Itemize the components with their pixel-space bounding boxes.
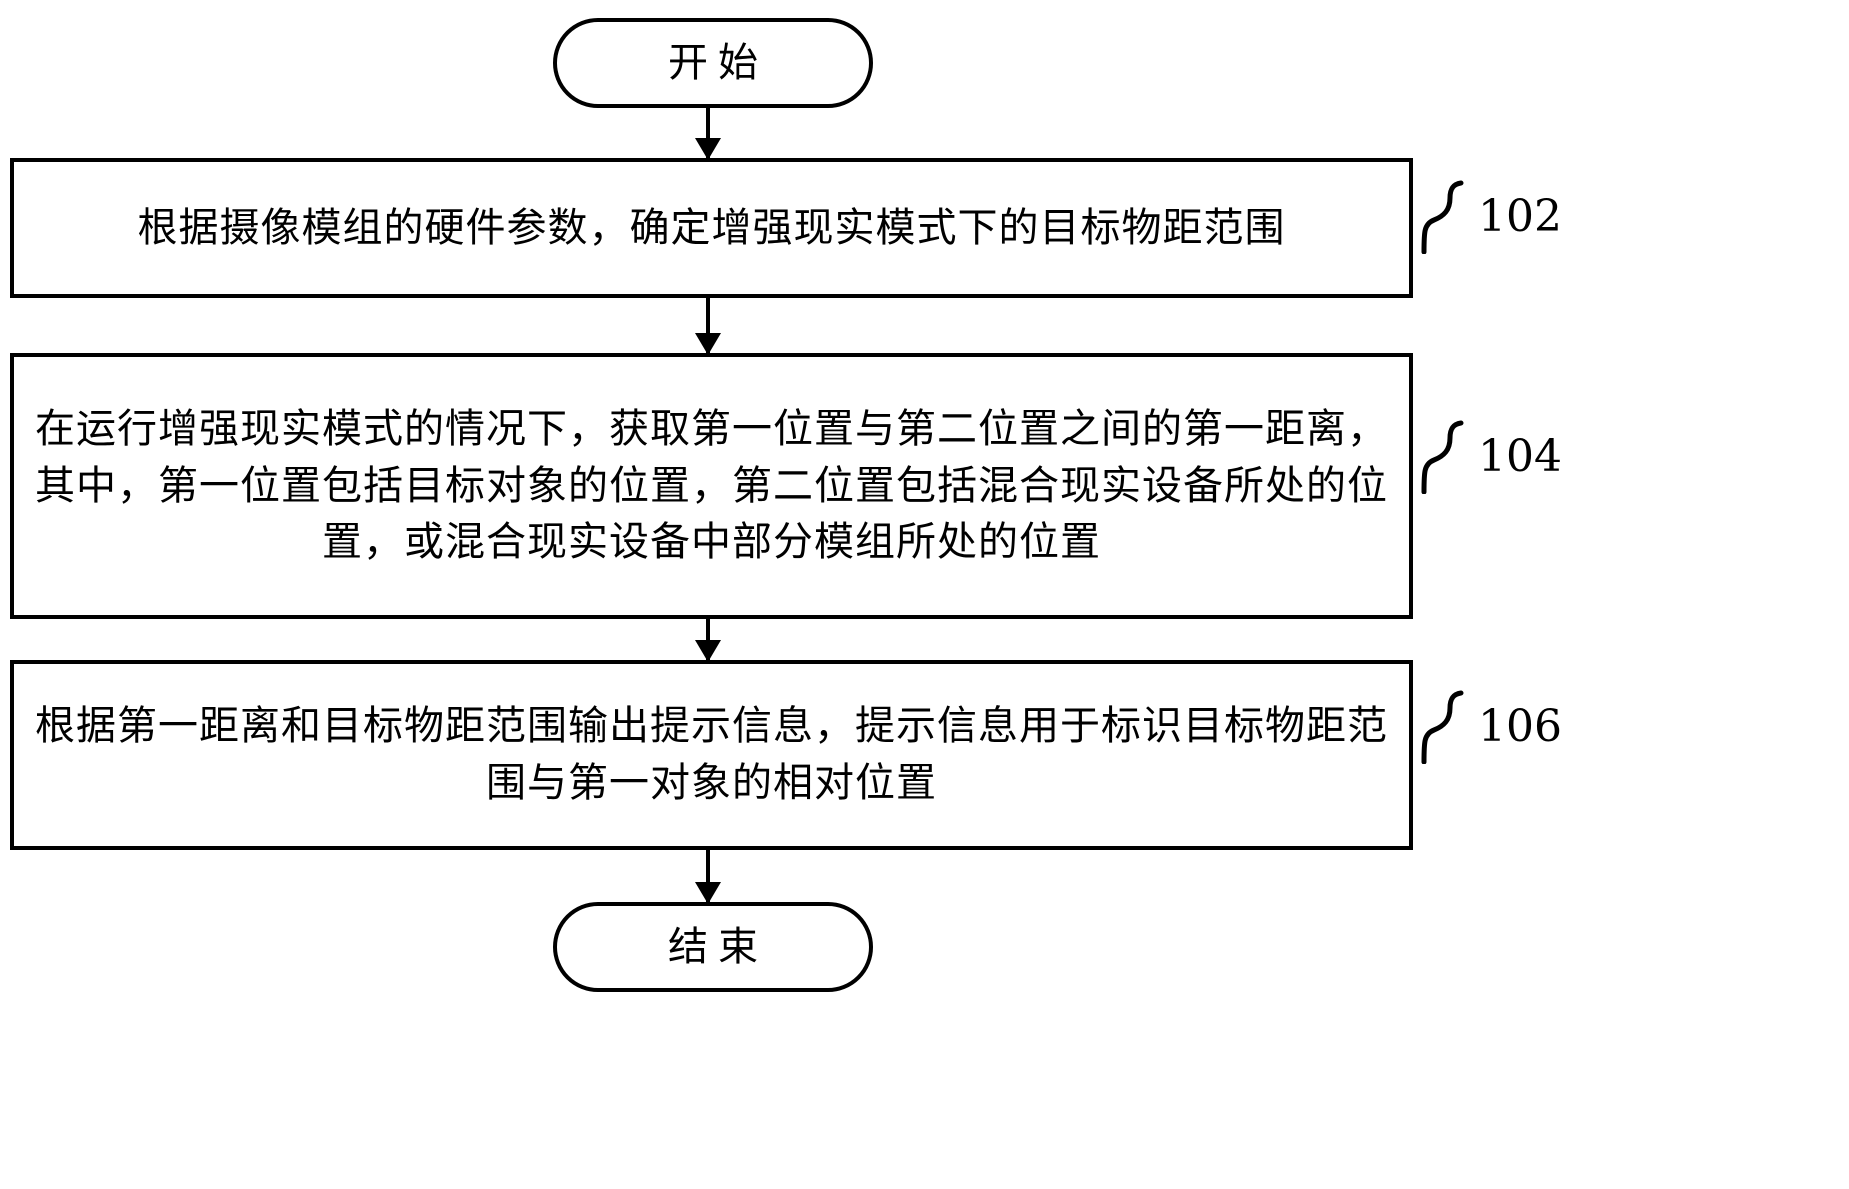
squiggle-leader-icon: [1421, 180, 1464, 254]
reference-number-102: 102: [1478, 191, 1562, 242]
reference-number-104: 104: [1478, 431, 1562, 482]
reference-callout-102: 102: [1420, 180, 1562, 254]
flow-node-start: 开始: [553, 18, 873, 108]
connector-arrow-104-to-106: [695, 619, 721, 662]
squiggle-leader-icon: [1421, 690, 1464, 764]
connector-arrow-start-to-102: [695, 108, 721, 160]
squiggle-leader-icon: [1421, 420, 1464, 494]
flow-node-step-102-label: 根据摄像模组的硬件参数，确定增强现实模式下的目标物距范围: [137, 204, 1286, 251]
connector-arrow-106-to-end: [695, 850, 721, 904]
flow-node-step-102: 根据摄像模组的硬件参数，确定增强现实模式下的目标物距范围: [10, 158, 1413, 298]
connector-arrow-102-to-104: [695, 298, 721, 355]
flow-node-step-104-label: 在运行增强现实模式的情况下，获取第一位置与第二位置之间的第一距离，其中，第一位置…: [35, 405, 1388, 566]
reference-number-106: 106: [1478, 701, 1562, 752]
reference-callout-106: 106: [1420, 690, 1562, 764]
flow-node-step-106: 根据第一距离和目标物距范围输出提示信息，提示信息用于标识目标物距范围与第一对象的…: [10, 660, 1413, 850]
flow-node-end-label: 结束: [668, 924, 768, 970]
flow-node-step-104: 在运行增强现实模式的情况下，获取第一位置与第二位置之间的第一距离，其中，第一位置…: [10, 353, 1413, 619]
flow-node-end: 结束: [553, 902, 873, 992]
reference-callout-104: 104: [1420, 420, 1562, 494]
flow-node-start-label: 开始: [668, 40, 768, 86]
flow-node-step-106-label: 根据第一距离和目标物距范围输出提示信息，提示信息用于标识目标物距范围与第一对象的…: [35, 703, 1388, 806]
